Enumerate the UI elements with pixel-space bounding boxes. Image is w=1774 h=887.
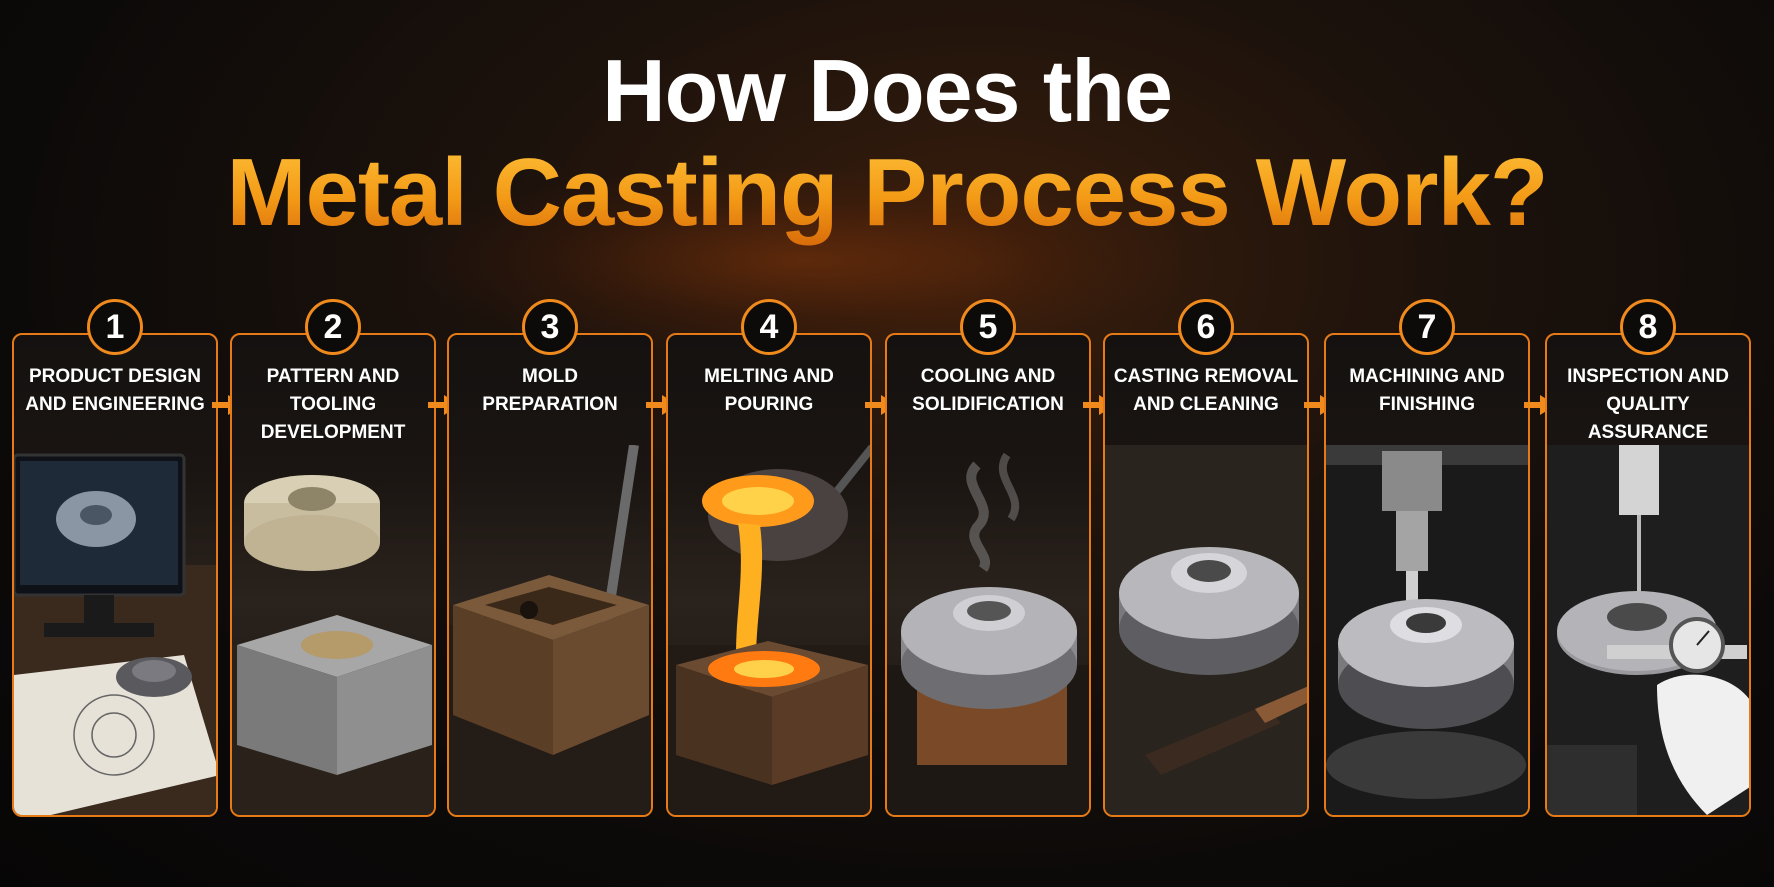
step-panel: MACHINING AND FINISHING	[1324, 333, 1530, 817]
step-card-2: PATTERN AND TOOLING DEVELOPMENT 2	[230, 299, 436, 817]
step-card-1: PRODUCT DESIGN AND ENGINEERING 1	[12, 299, 218, 817]
step-number-badge: 2	[305, 299, 361, 355]
step-number-badge: 4	[741, 299, 797, 355]
step-card-4: MELTING AND POURING 4	[666, 299, 872, 817]
step-card-8: INSPECTION AND QUALITY ASSURANCE 8	[1545, 299, 1751, 817]
step-label: INSPECTION AND QUALITY ASSURANCE	[1567, 366, 1729, 443]
step-panel: INSPECTION AND QUALITY ASSURANCE	[1545, 333, 1751, 817]
step-panel: PRODUCT DESIGN AND ENGINEERING	[12, 333, 218, 817]
step-label: MACHINING AND FINISHING	[1349, 366, 1505, 415]
title-line-2: Metal Casting Process Work?	[0, 138, 1774, 248]
step-card-5: COOLING AND SOLIDIFICATION 5	[885, 299, 1091, 817]
step-number-badge: 3	[522, 299, 578, 355]
step-label: CASTING REMOVAL AND CLEANING	[1113, 366, 1299, 415]
step-label: MOLD PREPARATION	[482, 366, 618, 415]
cnc-machining-icon	[1326, 445, 1528, 815]
step-panel: CASTING REMOVAL AND CLEANING	[1103, 333, 1309, 817]
step-number-badge: 7	[1399, 299, 1455, 355]
step-panel: COOLING AND SOLIDIFICATION	[885, 333, 1091, 817]
title-line-1: How Does the	[602, 41, 1173, 140]
caliper-inspection-icon	[1547, 445, 1749, 815]
step-card-6: CASTING REMOVAL AND CLEANING 6	[1103, 299, 1309, 817]
step-panel: MELTING AND POURING	[666, 333, 872, 817]
cooling-casting-icon	[887, 452, 1089, 815]
sand-mold-icon	[449, 445, 651, 815]
step-panel: PATTERN AND TOOLING DEVELOPMENT	[230, 333, 436, 817]
cad-monitor-icon	[14, 453, 216, 815]
ladle-pour-icon	[668, 445, 870, 815]
step-label: MELTING AND POURING	[704, 366, 834, 415]
step-card-7: MACHINING AND FINISHING 7	[1324, 299, 1530, 817]
step-label: PRODUCT DESIGN AND ENGINEERING	[25, 366, 205, 415]
step-number-badge: 5	[960, 299, 1016, 355]
step-label: PATTERN AND TOOLING DEVELOPMENT	[260, 366, 406, 443]
cleaning-brush-icon	[1105, 445, 1307, 815]
step-number-badge: 6	[1178, 299, 1234, 355]
step-number-badge: 1	[87, 299, 143, 355]
step-number-badge: 8	[1620, 299, 1676, 355]
step-panel: MOLD PREPARATION	[447, 333, 653, 817]
pattern-mold-icon	[232, 475, 434, 815]
step-card-3: MOLD PREPARATION 3	[447, 299, 653, 817]
step-label: COOLING AND SOLIDIFICATION	[912, 366, 1064, 415]
